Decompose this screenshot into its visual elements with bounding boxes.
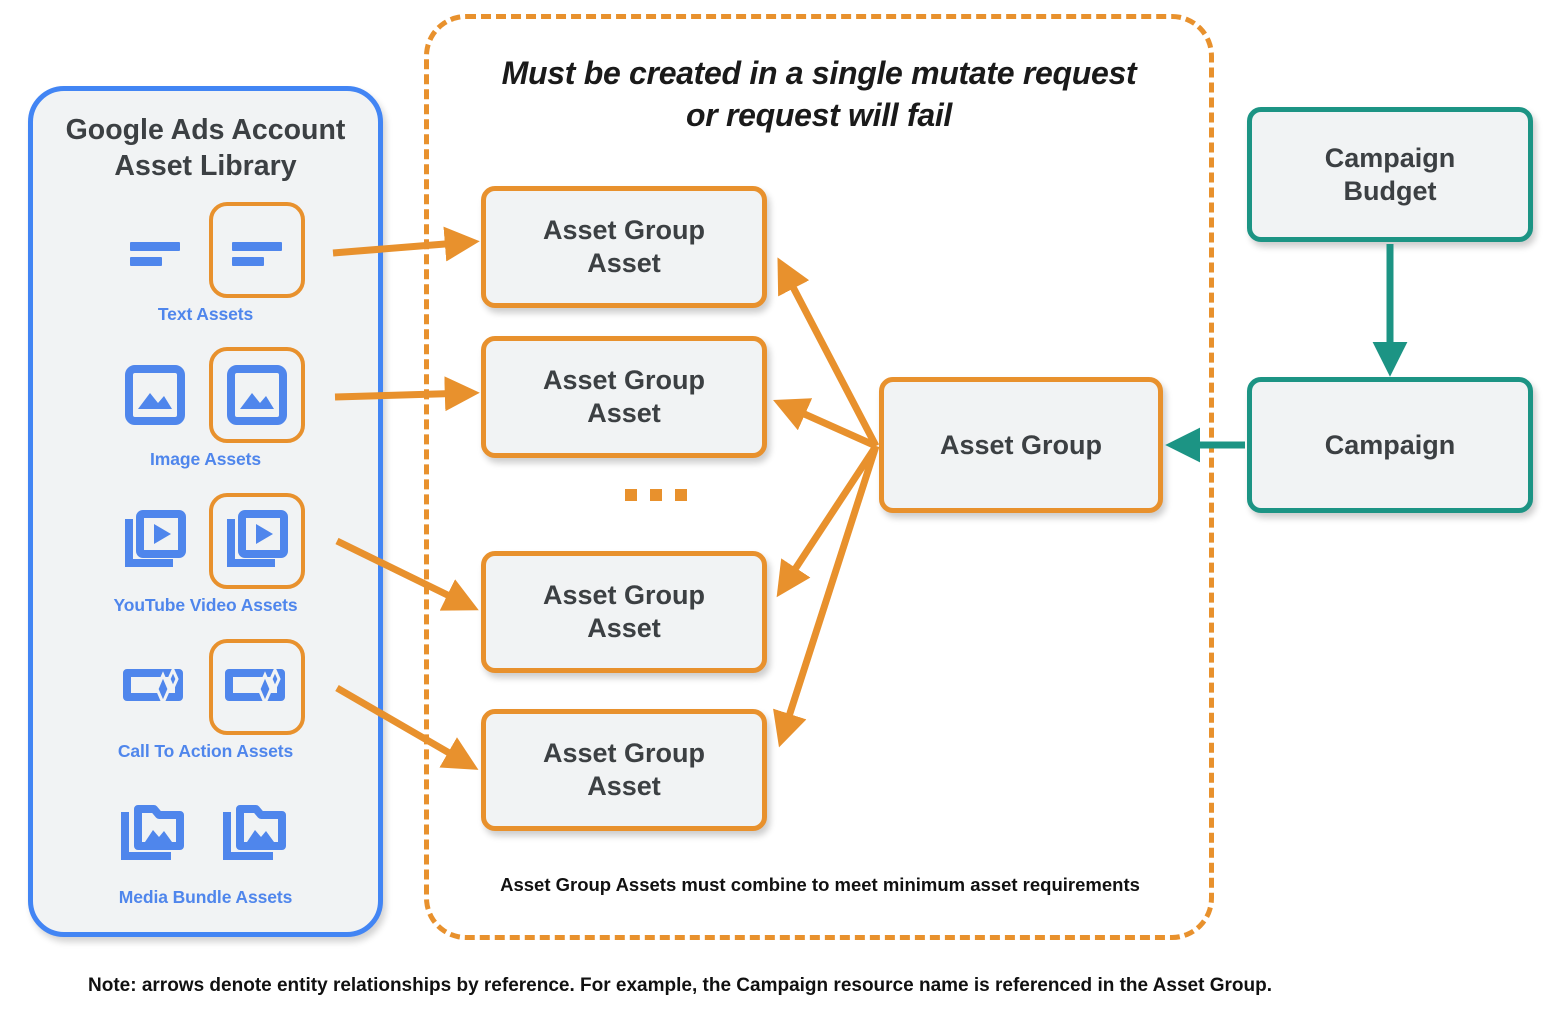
ellipsis-dot-2 <box>650 489 662 501</box>
youtube-video-asset-icon <box>107 493 203 589</box>
library-item-image-assets[interactable]: Image Assets <box>28 347 383 470</box>
ellipsis-dot-1 <box>625 489 637 501</box>
text-asset-icon <box>107 202 203 298</box>
node-asset-group-asset-2-line1: Asset Group <box>542 365 706 396</box>
mutate-zone-title-line1: Must be created in a single mutate reque… <box>501 55 1137 91</box>
mutate-zone-title: Must be created in a single mutate reque… <box>438 52 1200 136</box>
ellipsis-indicator <box>625 489 687 501</box>
library-item-label-text-assets: Text Assets <box>157 304 254 324</box>
node-asset-group-asset-1[interactable]: Asset Group Asset <box>481 186 767 308</box>
library-item-media-bundle-assets[interactable]: Media Bundle Assets <box>28 785 383 908</box>
node-asset-group-asset-4-line1: Asset Group <box>542 738 706 769</box>
node-asset-group-asset-3-line2: Asset <box>587 613 661 643</box>
node-campaign-budget[interactable]: Campaign Budget <box>1247 107 1533 242</box>
library-item-label-call-to-action-assets: Call To Action Assets <box>117 741 294 761</box>
ellipsis-dot-3 <box>675 489 687 501</box>
node-asset-group-asset-2-line2: Asset <box>587 398 661 428</box>
node-campaign-label: Campaign <box>1324 429 1456 460</box>
node-asset-group-asset-3-line1: Asset Group <box>542 580 706 611</box>
asset-library-title-line1: Google Ads Account <box>65 114 346 146</box>
image-asset-icon-selected[interactable] <box>208 347 305 443</box>
node-campaign[interactable]: Campaign <box>1247 377 1533 513</box>
node-asset-group-asset-2[interactable]: Asset Group Asset <box>481 336 767 458</box>
asset-library-title: Google Ads Account Asset Library <box>28 112 383 185</box>
node-asset-group-asset-4-line2: Asset <box>587 771 661 801</box>
image-asset-icon <box>107 347 203 443</box>
media-bundle-asset-icon-secondary <box>209 785 305 881</box>
asset-library-title-line2: Asset Library <box>114 150 297 183</box>
asset-library-panel <box>28 86 383 937</box>
mutate-zone-footnote: Asset Group Assets must combine to meet … <box>500 874 1140 895</box>
youtube-video-asset-icon-selected[interactable] <box>208 493 305 589</box>
node-asset-group-asset-4[interactable]: Asset Group Asset <box>481 709 767 831</box>
library-item-youtube-video-assets[interactable]: YouTube Video Assets <box>28 493 383 616</box>
text-asset-icon-selected[interactable] <box>208 202 305 298</box>
node-asset-group-asset-1-line1: Asset Group <box>542 215 706 246</box>
media-bundle-asset-icon <box>107 785 203 881</box>
library-item-label-media-bundle-assets: Media Bundle Assets <box>118 887 293 907</box>
node-asset-group[interactable]: Asset Group <box>879 377 1163 513</box>
node-asset-group-asset-3[interactable]: Asset Group Asset <box>481 551 767 673</box>
node-campaign-budget-line2: Budget <box>1343 175 1437 206</box>
call-to-action-asset-icon <box>107 639 203 735</box>
mutate-zone-title-line2: or request will fail <box>685 97 953 134</box>
call-to-action-asset-icon-selected[interactable] <box>208 639 305 735</box>
library-item-label-image-assets: Image Assets <box>150 449 261 469</box>
node-asset-group-asset-1-line2: Asset <box>587 248 661 278</box>
node-campaign-budget-line1: Campaign <box>1324 142 1456 173</box>
footer-note: Note: arrows denote entity relationships… <box>88 975 1272 996</box>
library-item-text-assets[interactable]: Text Assets <box>28 202 383 325</box>
library-item-call-to-action-assets[interactable]: Call To Action Assets <box>28 639 383 762</box>
library-item-label-youtube-video-assets: YouTube Video Assets <box>113 595 298 615</box>
node-asset-group-label: Asset Group <box>939 429 1103 460</box>
